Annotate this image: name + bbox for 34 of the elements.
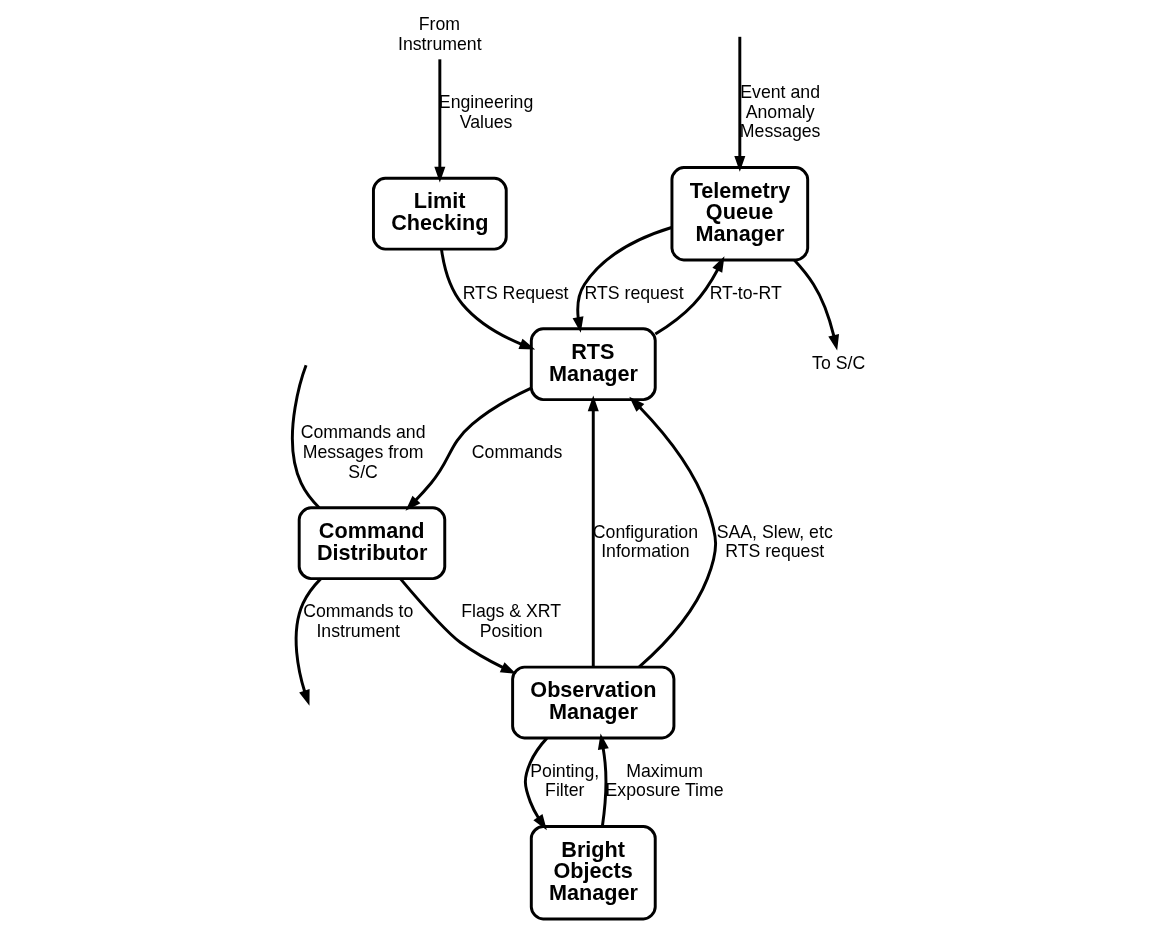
node-box: RTS Manager [529, 327, 657, 402]
arrow [597, 733, 609, 827]
node-box: Telemetry Queue Manager [669, 166, 809, 262]
arrow [628, 396, 717, 668]
arrow [523, 737, 548, 831]
node-box: Observation Manager [510, 665, 675, 740]
edge-label: SAA, Slew, etc RTS request [716, 521, 833, 562]
node-box: Limit Checking [371, 176, 508, 251]
arrow [572, 226, 672, 333]
arrow [733, 36, 745, 172]
edge-label: RTS Request [462, 282, 568, 303]
arrow [587, 395, 599, 667]
node-text: To S/C [811, 352, 865, 373]
edge-label: RT-to-RT [709, 282, 782, 303]
edge-label: Pointing, Filter [529, 760, 599, 801]
arrow [654, 256, 724, 336]
arrow [792, 259, 839, 351]
arrow [398, 577, 516, 674]
connector [290, 364, 320, 509]
edge-label: Engineering Values [438, 91, 533, 132]
arrow [294, 577, 322, 706]
edge-label: Commands and Messages from S/C [300, 422, 426, 482]
node-box: Command Distributor [297, 506, 446, 581]
edge-label: Event and Anomaly Messages [739, 82, 820, 142]
edge-label: Maximum Exposure Time [605, 760, 724, 801]
edge-label: Commands to Instrument [302, 601, 413, 642]
arrow [405, 386, 532, 511]
node-box: Bright Objects Manager [529, 825, 657, 921]
arrow [433, 59, 445, 183]
edge-label: RTS request [584, 282, 684, 303]
arrow [439, 249, 535, 350]
node-text: From Instrument [397, 14, 482, 54]
edge-label: Flags & XRT Position [460, 601, 561, 642]
edge-label: Commands [471, 442, 562, 463]
